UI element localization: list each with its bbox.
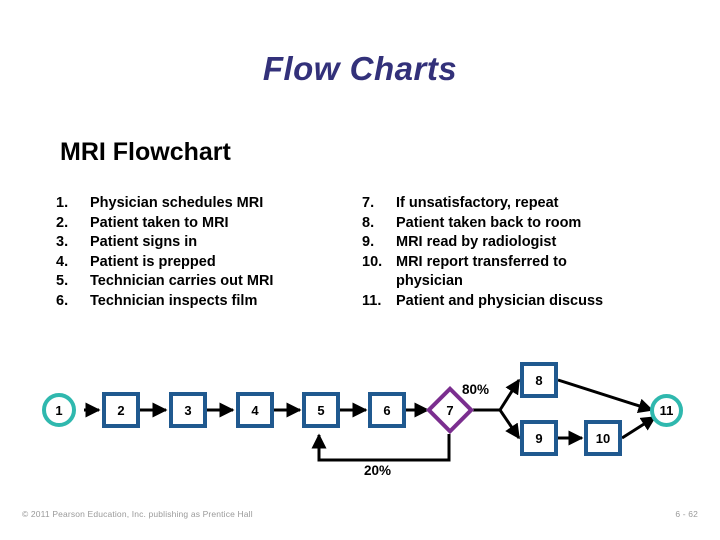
flow-node-9-label: 9 [535, 430, 543, 446]
list-item-number: 11. [362, 292, 382, 309]
list-item-number: 4. [56, 253, 69, 270]
list-item: 5. Technician carries out MRI [56, 272, 366, 292]
edge-8-11 [557, 378, 654, 414]
flow-node-6[interactable]: 6 [368, 392, 406, 428]
list-item-number: 1. [56, 195, 69, 211]
flow-node-3-label: 3 [184, 402, 192, 418]
list-item-label: Patient and physician discuss [396, 292, 604, 309]
steps-list-right: 7. If unsatisfactory, repeat 8. Patient … [362, 194, 692, 311]
flow-node-10-label: 10 [595, 430, 611, 446]
flow-node-1-label: 1 [55, 402, 63, 418]
list-item-label: Patient is prepped [90, 253, 216, 270]
flow-node-3[interactable]: 3 [169, 392, 207, 428]
flow-node-2-label: 2 [117, 402, 125, 418]
list-item-number: 3. [56, 234, 69, 250]
list-item-number: 6. [56, 292, 69, 309]
list-item: 11. Patient and physician discuss [362, 292, 692, 312]
edge-branch-8 [498, 378, 521, 411]
page-title: Flow Charts [262, 50, 458, 87]
list-item: 9. MRI read by radiologist [362, 233, 692, 253]
flow-node-6-label: 6 [383, 402, 391, 418]
list-item-number: 10. [362, 253, 383, 270]
flow-node-1[interactable]: 1 [42, 393, 76, 427]
list-item: 1. Physician schedules MRI [56, 194, 366, 214]
flow-node-10[interactable]: 10 [584, 420, 622, 456]
edge-10-11 [621, 415, 657, 440]
section-heading: MRI Flowchart [60, 138, 231, 166]
edge-label-20-percent: 20% [364, 463, 392, 478]
list-item-number: 2. [56, 214, 69, 231]
list-item-label: Technician inspects film [90, 292, 258, 309]
list-item: 8. Patient taken back to room [362, 214, 692, 234]
list-item-label: Patient taken to MRI [90, 214, 229, 231]
list-item-continuation: physician [396, 273, 463, 289]
list-item-number: 7. [362, 195, 375, 211]
list-item-label: Patient signs in [90, 234, 198, 250]
list-item-label: Technician carries out MRI [90, 273, 274, 289]
list-item-label: Physician schedules MRI [90, 195, 264, 211]
list-item-label: Patient taken back to room [396, 214, 582, 231]
list-item: 6. Technician inspects film [56, 292, 366, 312]
list-item-number: 8. [362, 214, 375, 231]
list-item: 3. Patient signs in [56, 233, 366, 253]
flow-node-4[interactable]: 4 [236, 392, 274, 428]
flowchart-connectors [84, 378, 657, 462]
flow-node-8-label: 8 [535, 372, 543, 388]
flow-node-7-decision[interactable]: 7 [426, 386, 474, 434]
list-item-label: MRI read by radiologist [396, 234, 557, 250]
mri-flowchart-diagram: 1 2 3 4 5 6 7 8 9 [0, 355, 720, 490]
flow-node-9[interactable]: 9 [520, 420, 558, 456]
list-item-label: If unsatisfactory, repeat [396, 195, 559, 211]
flow-node-5-label: 5 [317, 402, 325, 418]
flow-node-8[interactable]: 8 [520, 362, 558, 398]
flow-node-5[interactable]: 5 [302, 392, 340, 428]
list-item: 4. Patient is prepped [56, 253, 366, 273]
flow-node-11[interactable]: 11 [650, 394, 683, 427]
edge-7-5-rework [311, 433, 451, 462]
footer-copyright: © 2011 Pearson Education, Inc. publishin… [22, 509, 253, 519]
list-item-number: 5. [56, 273, 69, 289]
steps-list-left: 1. Physician schedules MRI 2. Patient ta… [56, 194, 366, 311]
list-item-label: MRI report transferred to [396, 253, 567, 270]
edge-branch-9 [498, 409, 521, 440]
list-item-number: 9. [362, 234, 375, 250]
flow-node-4-label: 4 [251, 402, 259, 418]
flow-node-2[interactable]: 2 [102, 392, 140, 428]
list-item: 7. If unsatisfactory, repeat [362, 194, 692, 214]
flow-node-11-label: 11 [659, 403, 674, 418]
list-item: 2. Patient taken to MRI [56, 214, 366, 234]
footer-page-number: 6 - 62 [675, 509, 698, 519]
list-item: 10. MRI report transferred to [362, 253, 692, 273]
edge-label-80-percent: 80% [462, 382, 490, 397]
flow-node-7-label: 7 [446, 402, 454, 418]
